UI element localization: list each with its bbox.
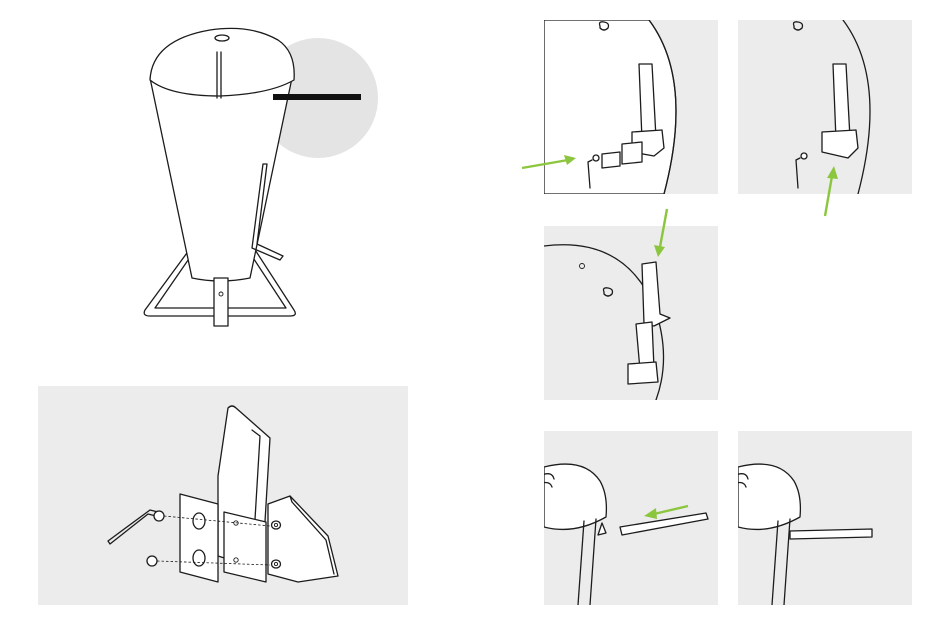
arrow-step-4 bbox=[640, 500, 700, 530]
slide-bracket-step bbox=[544, 226, 718, 400]
step-5-panel bbox=[738, 431, 912, 605]
arrow-step-2 bbox=[815, 160, 845, 220]
exploded-bracket-illustration bbox=[38, 386, 408, 605]
step-3-panel bbox=[544, 226, 718, 400]
grill-overview-illustration bbox=[100, 10, 400, 330]
exploded-bracket-figure bbox=[38, 386, 408, 605]
shelf-mounted-step bbox=[738, 431, 912, 605]
overview-figure bbox=[100, 10, 400, 330]
clamp-bracket bbox=[268, 496, 338, 582]
arrow-step-1 bbox=[520, 150, 580, 180]
arrow-step-3 bbox=[645, 205, 675, 265]
shelf-highlight-bar bbox=[273, 94, 361, 100]
lid bbox=[150, 28, 294, 96]
shelf-board-mounted bbox=[790, 529, 872, 539]
allen-key bbox=[108, 510, 158, 544]
mounting-plate bbox=[180, 494, 218, 582]
